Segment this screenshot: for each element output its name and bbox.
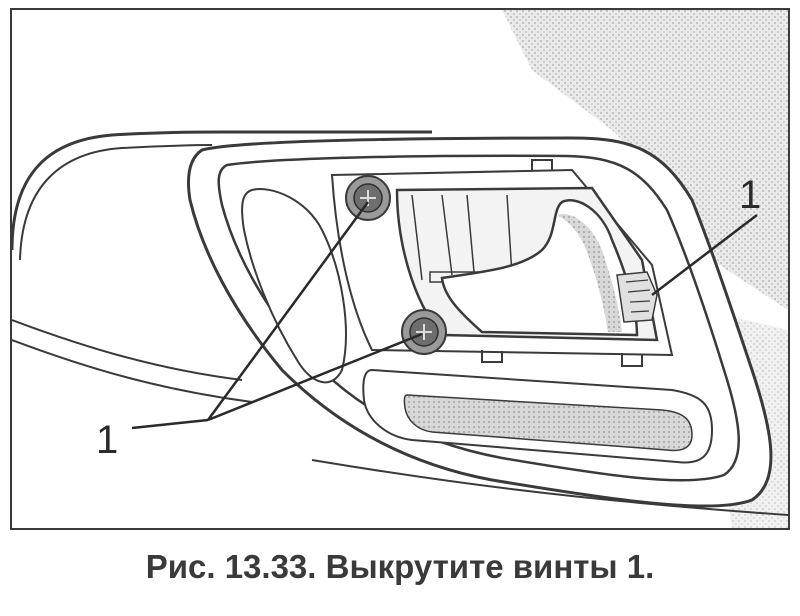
- panel-bottom-line: [311, 459, 788, 516]
- callout-label-left: 1: [96, 418, 118, 462]
- panel-lower-line-2: [12, 339, 253, 403]
- leader-line-left-upper: [206, 201, 370, 421]
- leader-line-right: [651, 214, 758, 296]
- mechanism-line-3: [466, 194, 475, 273]
- panel-contour-outer: [12, 130, 432, 251]
- figure-caption: Рис. 13.33. Выкрутите винты 1.: [145, 548, 655, 585]
- mechanism-line-4: [506, 194, 513, 276]
- lever-spring-coil: [625, 279, 651, 313]
- figure-frame: 1 1: [10, 8, 790, 530]
- plate-tab-bottom-1: [481, 350, 503, 363]
- mechanism-line-2: [441, 194, 453, 276]
- door-handle-illustration: 1 1: [12, 10, 788, 528]
- pull-pocket-inner: [403, 394, 693, 452]
- panel-lower-line-1: [12, 319, 243, 381]
- panel-contour-inner: [19, 144, 213, 261]
- callout-label-right: 1: [739, 173, 761, 217]
- plate-tab-bottom-2: [621, 353, 643, 367]
- mechanism-line-1: [411, 194, 423, 281]
- screw-lower: [401, 309, 447, 355]
- left-pocket: [241, 188, 347, 384]
- screw-upper: [345, 175, 391, 221]
- leader-line-left-lower: [207, 332, 423, 422]
- plate-tab-top: [531, 159, 553, 170]
- door-lever-shadow: [557, 214, 622, 332]
- leader-line-left-base: [131, 418, 209, 430]
- lever-spring: [616, 271, 658, 323]
